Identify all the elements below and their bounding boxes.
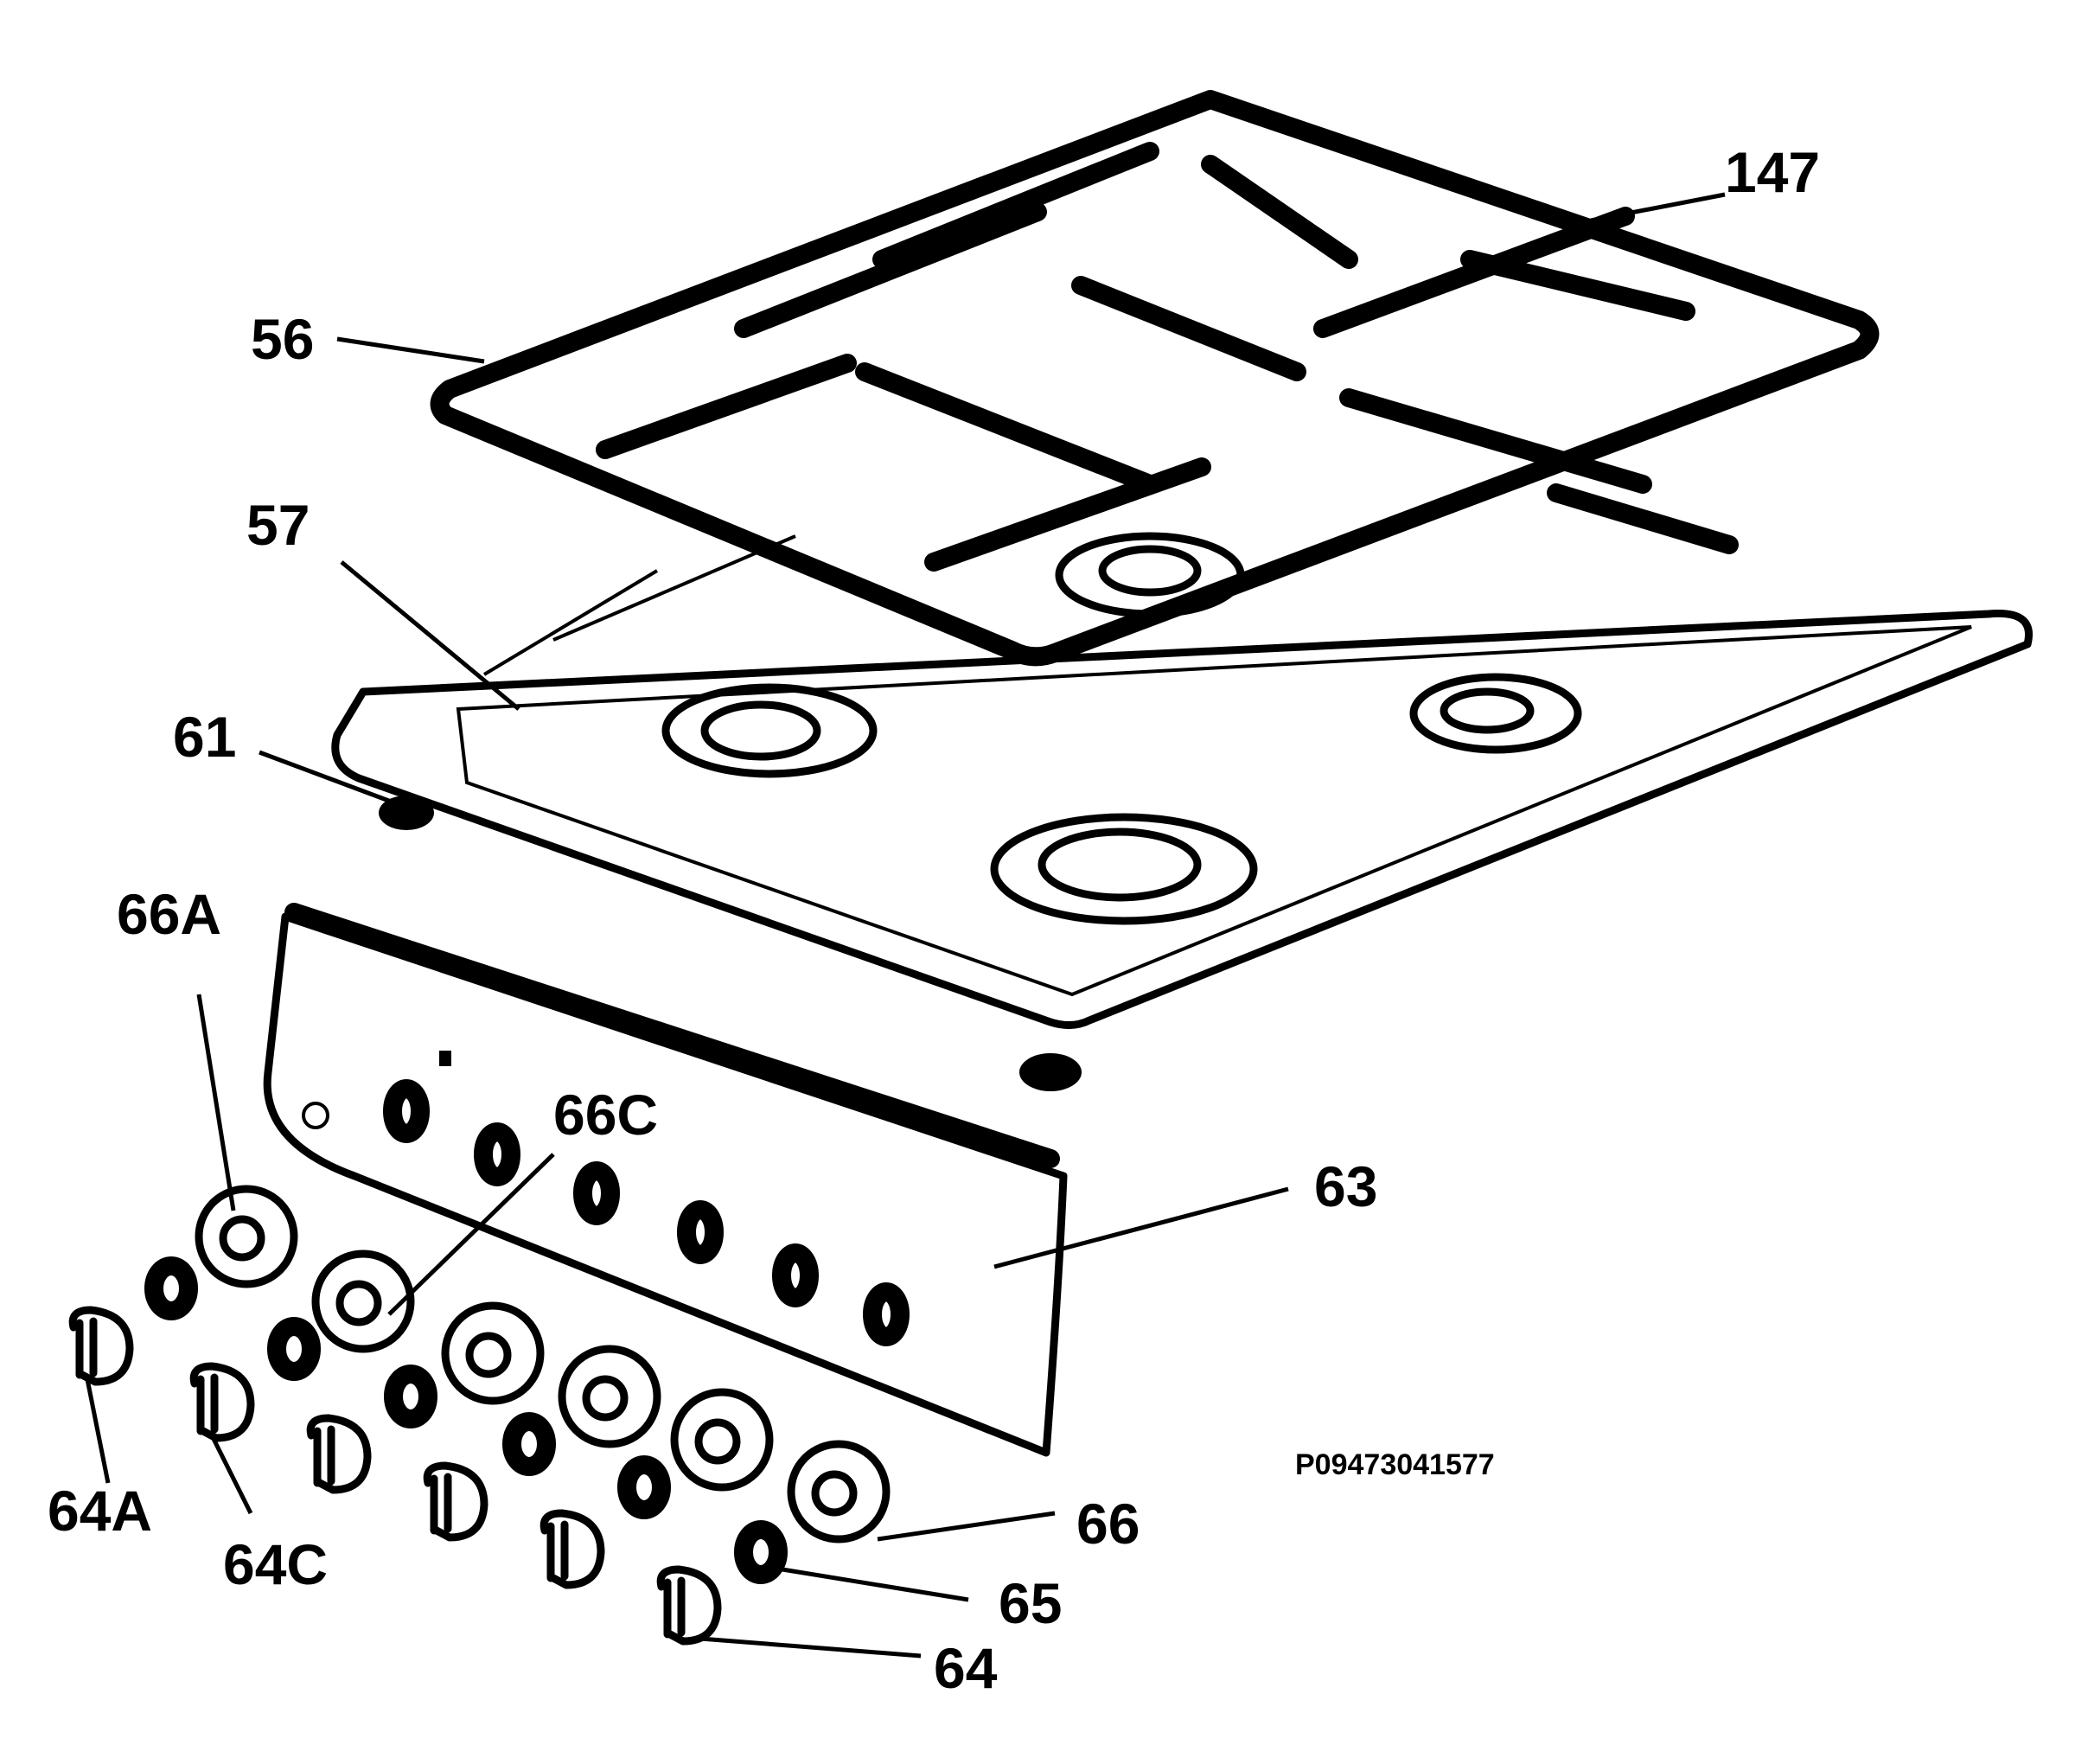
burner-rear-left-icon [661,683,878,778]
label-147: 147 [1725,140,1820,204]
burner-rear-right-icon [1409,673,1582,754]
foot-front-icon [1019,1053,1082,1091]
bezel-66A-icon [195,1185,298,1288]
label-61: 61 [173,705,236,769]
bezel-66C-icon [311,1250,415,1353]
leader-lines [84,192,1726,1659]
bezel-5-icon [670,1388,774,1492]
label-66: 66 [1076,1492,1140,1556]
burner-front-center-icon [990,813,1258,925]
knob-4-icon [423,1461,488,1542]
label-63: 63 [1314,1154,1377,1218]
label-64C: 64C [223,1532,328,1596]
knob-3-icon [306,1414,372,1494]
label-66A: 66A [117,882,221,946]
pan-support-grid [430,90,1880,667]
diagram-reference-number: P09473041577 [1295,1448,1495,1481]
control-knobs [68,1306,722,1646]
label-64A: 64A [48,1479,152,1543]
bezel-4-icon [558,1345,661,1448]
knob-rings [144,1256,788,1584]
label-66C: 66C [553,1083,658,1147]
label-65: 65 [999,1571,1062,1635]
bezel-3-icon [441,1301,545,1405]
knob-bezels [195,1185,891,1544]
knob-64A-icon [68,1306,134,1386]
knob-64C-icon [189,1362,255,1442]
label-56: 56 [251,307,314,371]
knob-5-icon [540,1509,605,1589]
knob-64-icon [656,1565,722,1646]
label-64: 64 [934,1636,998,1700]
label-57: 57 [246,493,310,557]
bezel-66-icon [787,1440,891,1544]
control-panel [263,903,1068,1457]
